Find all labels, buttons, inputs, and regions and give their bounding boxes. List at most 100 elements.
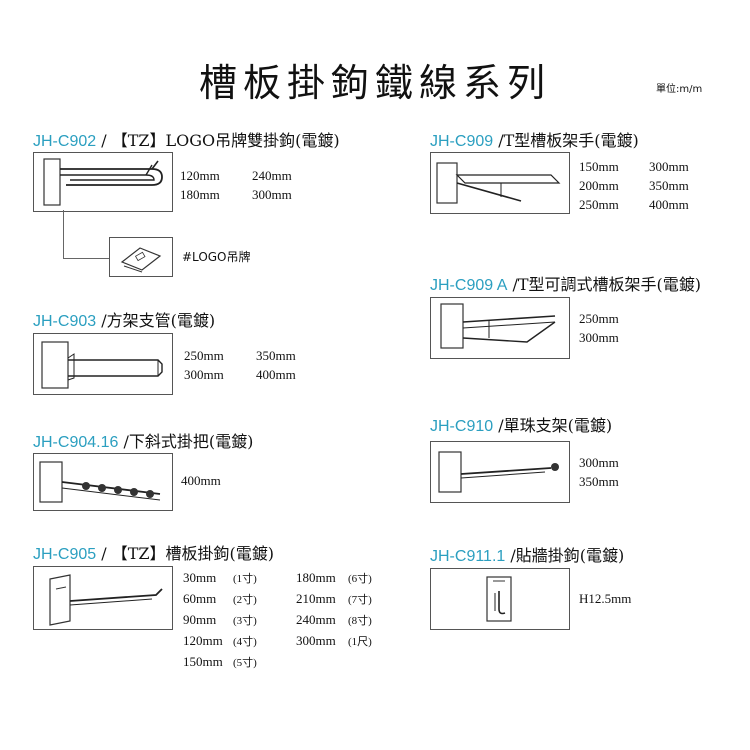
unit-label: 單位:m/m [656, 84, 703, 95]
size-note: (7寸) [348, 594, 372, 606]
product-image-c911 [430, 568, 570, 630]
product-heading-c904: JH-C904.16 /下斜式掛把(電鍍) [33, 428, 253, 452]
size-value: 400mm [649, 197, 689, 212]
size-row: 300mm [579, 328, 619, 347]
size-note: (2寸) [233, 594, 257, 606]
product-name: / 【TZ】LOGO吊牌雙掛鉤(電鍍) [96, 131, 340, 150]
product-image-c905 [33, 566, 173, 630]
size-value: 350mm [256, 348, 296, 363]
size-row: 210mm (7寸) [296, 589, 372, 610]
size-value: 240mm [252, 168, 292, 183]
size-row: H12.5mm [579, 589, 631, 608]
size-value: 300mm [579, 330, 619, 345]
size-value: 300mm [296, 633, 336, 648]
product-code: JH-C909 A [430, 277, 508, 294]
size-list-c905-right: 180mm(6寸) 210mm (7寸) 240mm(8寸) 300mm (1尺) [296, 568, 372, 652]
size-value: 300mm [184, 367, 224, 382]
size-list-c903: 250mm 350mm 300mm 400mm [184, 346, 296, 384]
logo-tag-image [109, 237, 173, 277]
size-value: 90mm [183, 612, 217, 627]
size-note: (4寸) [233, 636, 257, 648]
size-value: 300mm [579, 455, 619, 470]
size-value: 350mm [649, 178, 689, 193]
product-name: /下斜式掛把(電鍍) [118, 432, 254, 451]
product-heading-c903: JH-C903 /方架支管(電鍍) [33, 307, 215, 331]
product-heading-c910: JH-C910 /單珠支架(電鍍) [430, 412, 612, 436]
size-row: 300mm (1尺) [296, 631, 372, 652]
size-value: 400mm [256, 367, 296, 382]
product-name: /T型可調式槽板架手(電鍍) [507, 275, 702, 294]
size-value: 250mm [579, 197, 619, 212]
size-value: 180mm [296, 570, 336, 585]
size-value: 250mm [579, 311, 619, 326]
size-value: 400mm [181, 473, 221, 488]
size-row: 250mm 350mm [184, 346, 296, 365]
size-row: 300mm 400mm [184, 365, 296, 384]
product-image-c903 [33, 333, 173, 395]
size-row: 240mm(8寸) [296, 610, 372, 631]
logo-tag-illustration [120, 247, 162, 273]
product-name: /貼牆掛鉤(電鍍) [505, 546, 625, 565]
product-heading-c905: JH-C905 / 【TZ】槽板掛鉤(電鍍) [33, 540, 274, 564]
size-value: 60mm [183, 591, 217, 606]
double-hook-illustration [43, 158, 163, 206]
product-heading-c902: JH-C902 / 【TZ】LOGO吊牌雙掛鉤(電鍍) [33, 127, 340, 151]
size-row: 250mm 400mm [579, 195, 689, 214]
product-name: /方架支管(電鍍) [96, 311, 216, 330]
product-code: JH-C902 [33, 133, 97, 150]
adjustable-bracket-illustration [440, 303, 556, 349]
product-name: / 【TZ】槽板掛鉤(電鍍) [96, 544, 274, 563]
logo-tag-label: #LOGO吊牌 [182, 250, 251, 264]
size-list-c902: 120mm 240mm 180mm 300mm [180, 166, 292, 204]
size-list-c905-left: 30mm(1寸) 60mm(2寸) 90mm(3寸) 120mm(4寸) 150… [183, 568, 257, 673]
single-bead-bracket-illustration [438, 451, 559, 493]
product-code: JH-C910 [430, 418, 494, 435]
size-note: (1尺) [348, 636, 372, 648]
product-heading-c909a: JH-C909 A /T型可調式槽板架手(電鍍) [430, 271, 701, 295]
size-value: 30mm [183, 570, 217, 585]
size-note: (8寸) [348, 615, 372, 627]
product-code: JH-C909 [430, 133, 494, 150]
size-row: 400mm [181, 471, 221, 490]
product-image-c909a [430, 297, 570, 359]
size-row: 120mm (4寸) [183, 631, 257, 652]
size-value: 210mm [296, 591, 336, 606]
size-row: 180mm(6寸) [296, 568, 372, 589]
square-tube-illustration [41, 341, 163, 389]
size-row: 350mm [579, 472, 619, 491]
connector-line [63, 210, 110, 259]
size-list-c910: 300mm 350mm [579, 453, 619, 491]
size-row: 60mm (2寸) [183, 589, 257, 610]
product-image-c904 [33, 453, 173, 511]
product-code: JH-C905 [33, 546, 97, 563]
page-title: 槽板掛鉤鐵線系列 [198, 61, 551, 105]
size-row: 150mm (5寸) [183, 652, 257, 673]
size-value: 120mm [183, 633, 223, 648]
size-value: 300mm [649, 159, 689, 174]
size-row: 300mm [579, 453, 619, 472]
product-name: /單珠支架(電鍍) [493, 416, 613, 435]
size-value: 250mm [184, 348, 224, 363]
product-image-c909 [430, 152, 570, 214]
product-image-c902 [33, 152, 173, 212]
size-value: 180mm [180, 187, 220, 202]
size-value: 120mm [180, 168, 220, 183]
product-heading-c909: JH-C909 /T型槽板架手(電鍍) [430, 127, 639, 151]
size-value: 150mm [183, 654, 223, 669]
size-list-c911: H12.5mm [579, 589, 631, 608]
size-row: 120mm 240mm [180, 166, 292, 185]
size-row: 250mm [579, 309, 619, 328]
size-list-c909a: 250mm 300mm [579, 309, 619, 347]
size-value: 350mm [579, 474, 619, 489]
product-name: /T型槽板架手(電鍍) [493, 131, 639, 150]
wall-hook-illustration [486, 576, 512, 622]
size-row: 30mm (1寸) [183, 568, 257, 589]
size-note: (5寸) [233, 657, 257, 669]
size-note: (1寸) [233, 573, 257, 585]
size-value: 300mm [252, 187, 292, 202]
size-list-c904: 400mm [181, 471, 221, 490]
product-image-c910 [430, 441, 570, 503]
